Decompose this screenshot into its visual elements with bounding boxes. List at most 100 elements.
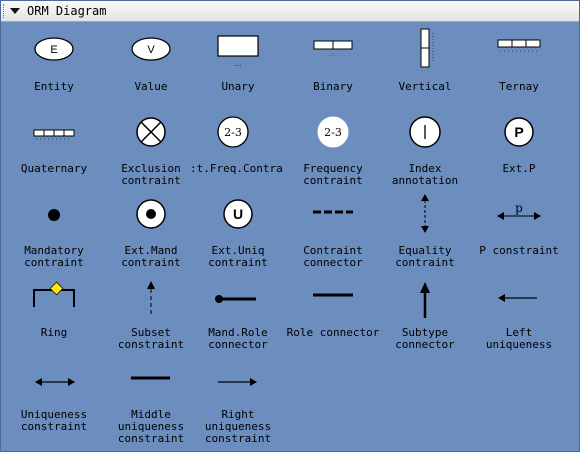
right-uniq-icon bbox=[218, 378, 257, 386]
ext-uniq-icon: U bbox=[223, 199, 253, 229]
svg-text:2-3: 2-3 bbox=[224, 126, 242, 139]
shape-label: Subtype bbox=[401, 327, 449, 339]
p-constraint-icon: p bbox=[497, 201, 541, 220]
shape-label: connector bbox=[395, 339, 455, 351]
shape-label: Middle bbox=[131, 409, 171, 421]
value-icon: V bbox=[131, 37, 171, 61]
shape-label: contraint bbox=[121, 175, 181, 187]
svg-text:. . . / . . .: . . . / . . . bbox=[326, 52, 340, 57]
index-icon bbox=[409, 116, 441, 148]
shape-label: Right bbox=[221, 409, 255, 421]
shape-ring[interactable]: Ring bbox=[6, 281, 102, 367]
shape-label: connector bbox=[208, 339, 268, 351]
shape-label: Equality bbox=[398, 245, 452, 257]
collapse-arrow-icon[interactable] bbox=[10, 8, 20, 14]
frequency-icon: 2-3 bbox=[317, 116, 349, 148]
mandatory-icon bbox=[48, 209, 60, 221]
shape-label: constraint bbox=[204, 433, 272, 445]
shape-label: Binary bbox=[313, 81, 353, 93]
shape-label: uniqueness bbox=[117, 421, 185, 433]
shape-label: Ternay bbox=[499, 81, 539, 93]
shape-label: uniqueness bbox=[204, 421, 272, 433]
shape-label: Mand.Role bbox=[208, 327, 268, 339]
shape-role-conn[interactable]: Role connector bbox=[285, 285, 381, 367]
shape-label: Left bbox=[505, 327, 533, 339]
shape-ext-freq[interactable]: 2-3:t.Freq.Contrair bbox=[190, 116, 286, 203]
shape-label: contraint bbox=[24, 257, 84, 269]
uniqueness-icon bbox=[35, 378, 75, 386]
shape-ternay[interactable]: Ternay bbox=[471, 39, 567, 121]
middle-uniq-icon bbox=[131, 376, 170, 380]
shape-label: Value bbox=[134, 81, 168, 93]
ext-p-icon: P bbox=[504, 117, 534, 147]
shape-label: contraint bbox=[208, 257, 268, 269]
shape-label: Ext.P bbox=[502, 163, 536, 175]
svg-text:2-3: 2-3 bbox=[324, 126, 342, 139]
shape-label: Exclusion bbox=[121, 163, 181, 175]
shape-label: Frequency bbox=[303, 163, 363, 175]
shape-label: constraint bbox=[117, 339, 185, 351]
shape-label: Ext.Mand bbox=[124, 245, 178, 257]
shape-value[interactable]: V Value bbox=[103, 37, 199, 121]
shape-label: Index bbox=[408, 163, 442, 175]
left-uniq-icon bbox=[498, 294, 537, 302]
shape-label: Subset bbox=[131, 327, 171, 339]
shape-quaternary[interactable]: Quaternary bbox=[6, 121, 102, 203]
panel-title: ORM Diagram bbox=[27, 4, 107, 18]
shape-p-constraint[interactable]: p P constraint bbox=[471, 201, 567, 285]
shape-binary[interactable]: . . . / . . . Binary bbox=[285, 39, 381, 121]
shape-label: connector bbox=[303, 257, 363, 269]
shape-unary[interactable]: ...Unary bbox=[190, 35, 286, 121]
shape-label: uniqueness bbox=[485, 339, 553, 351]
shape-label: Mandatory bbox=[24, 245, 84, 257]
role-conn-icon bbox=[313, 293, 353, 297]
shape-label: contraint bbox=[395, 257, 455, 269]
svg-text:E: E bbox=[50, 44, 57, 56]
unary-icon: ... bbox=[217, 35, 259, 68]
shape-label: Uniqueness bbox=[20, 409, 88, 421]
shape-ext-p[interactable]: P Ext.P bbox=[471, 117, 567, 203]
svg-text:...: ... bbox=[235, 59, 242, 68]
shape-label: constraint bbox=[20, 421, 88, 433]
shape-label: Ext.Uniq bbox=[211, 245, 265, 257]
drag-grip-icon[interactable] bbox=[3, 4, 7, 18]
shape-label: P constraint bbox=[479, 245, 559, 257]
shape-label: contraint bbox=[303, 175, 363, 187]
svg-text:U: U bbox=[233, 206, 243, 222]
ext-freq-icon: 2-3 bbox=[217, 116, 249, 148]
shape-label: Vertical bbox=[398, 81, 452, 93]
mand-role-icon bbox=[215, 295, 256, 303]
panel-header[interactable]: ORM Diagram bbox=[1, 1, 579, 22]
exclusion-icon bbox=[136, 117, 166, 147]
shape-label: Quaternary bbox=[20, 163, 88, 175]
shape-label: Contraint bbox=[303, 245, 363, 257]
shape-label: annotation bbox=[391, 175, 459, 187]
ring-icon bbox=[33, 281, 75, 307]
shape-label: Ring bbox=[40, 327, 68, 339]
ternay-icon bbox=[497, 39, 541, 52]
shape-vertical[interactable]: Vertical bbox=[377, 28, 473, 121]
shape-entity[interactable]: E Entity bbox=[6, 37, 102, 121]
binary-icon: . . . / . . . bbox=[313, 40, 353, 57]
ext-mand-icon bbox=[136, 199, 166, 229]
contraint-conn-icon bbox=[313, 210, 353, 214]
subset-icon bbox=[147, 281, 155, 316]
svg-text:P: P bbox=[514, 124, 523, 140]
shape-label: Entity bbox=[34, 81, 74, 93]
